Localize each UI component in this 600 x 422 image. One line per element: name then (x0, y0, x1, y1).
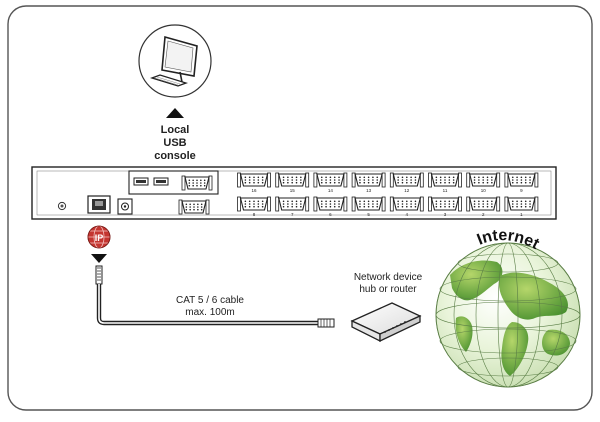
server-port-icon (351, 172, 386, 188)
power-led-icon (57, 201, 67, 211)
port-number-label: 12 (404, 188, 410, 193)
port-number-label: 13 (366, 188, 372, 193)
server-port-icon (237, 172, 271, 188)
port-number-label: 6 (329, 212, 332, 217)
rj45-port-icon (87, 195, 111, 214)
ip-badge-icon (87, 225, 111, 249)
console-label-line-2: USB (163, 137, 187, 150)
port-number-label: 10 (481, 188, 487, 193)
port-number-label: 5 (367, 212, 370, 217)
server-port-icon (466, 172, 501, 188)
server-port-icon (275, 196, 310, 212)
port-number-label: 7 (291, 212, 294, 217)
top-port-row: 16 15 14 13 12 11 10 9 (237, 172, 539, 193)
server-port-icon (313, 196, 348, 212)
port-number-label: 14 (328, 188, 334, 193)
port-number-label: 4 (406, 212, 409, 217)
power-connector-icon (117, 198, 133, 215)
server-port-icon (504, 196, 539, 212)
bottom-port-row: 8 7 6 5 4 3 2 1 (237, 196, 539, 217)
server-port-icon (313, 172, 348, 188)
computer-icon (138, 24, 212, 98)
console-arrow-icon (166, 108, 184, 118)
server-port-icon (466, 196, 501, 212)
server-port-icon (237, 196, 271, 212)
port-number-label: 1 (520, 212, 523, 217)
server-port-icon (275, 172, 310, 188)
console-label: Local USB console (140, 124, 210, 164)
port-number-label: 16 (251, 188, 257, 193)
server-port-icon (389, 172, 424, 188)
router-icon (350, 302, 422, 343)
extra-vga-port-icon (178, 199, 210, 215)
server-port-icon (428, 172, 462, 188)
server-port-icon (351, 196, 386, 212)
port-number-label: 8 (253, 212, 256, 217)
console-label-line-3: console (154, 150, 196, 163)
port-number-label: 2 (482, 212, 485, 217)
port-number-label: 9 (520, 188, 523, 193)
rj45-plug-end-icon (317, 318, 335, 328)
console-label-line-1: Local (160, 124, 190, 136)
port-number-label: 11 (443, 188, 448, 193)
network-device-label: Network device hub or router (338, 272, 438, 296)
server-port-icon (428, 196, 462, 212)
server-port-icon (504, 172, 539, 188)
port-number-label: 15 (290, 188, 296, 193)
cable-arrow-icon (91, 254, 107, 263)
cable-label: CAT 5 / 6 cable max. 100m (150, 295, 270, 319)
ip-badge-text: IP (95, 233, 104, 243)
rj45-plug-icon (95, 265, 103, 285)
cable-label-line-1: CAT 5 / 6 cable (176, 295, 244, 306)
globe-icon (435, 242, 581, 388)
port-number-label: 3 (444, 212, 447, 217)
console-vga-port-icon (181, 175, 213, 191)
network-label-line-1: Network device (353, 272, 423, 283)
network-label-line-2: hub or router (359, 284, 417, 295)
cable-label-line-2: max. 100m (185, 307, 235, 318)
server-port-icon (389, 196, 424, 212)
